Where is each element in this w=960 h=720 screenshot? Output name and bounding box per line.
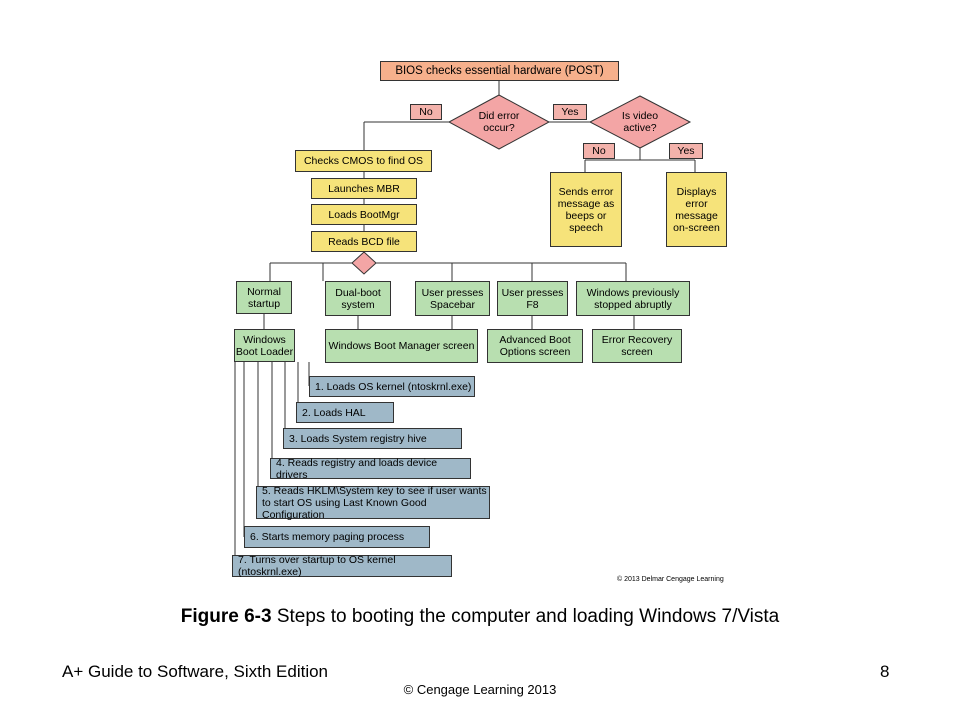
did-error-text: Did error occur?	[478, 110, 520, 134]
stopped-abruptly-box: Windows previously stopped abruptly	[576, 281, 690, 316]
f8-box: User presses F8	[497, 281, 568, 316]
video-active-text: Is video active?	[621, 110, 659, 134]
bios-box: BIOS checks essential hardware (POST)	[380, 61, 619, 81]
step-1: 1. Loads OS kernel (ntoskrnl.exe)	[309, 376, 475, 397]
figure-credit: © 2013 Delmar Cengage Learning	[617, 576, 724, 583]
yes-label: Yes	[553, 104, 587, 120]
step-4: 4. Reads registry and loads device drive…	[270, 457, 471, 481]
error-recovery-box: Error Recovery screen	[592, 329, 682, 363]
figure-caption: Figure 6-3 Steps to booting the computer…	[0, 606, 960, 628]
step-7: 7. Turns over startup to OS kernel (ntos…	[232, 554, 452, 578]
launches-mbr-box: Launches MBR	[311, 178, 417, 199]
dual-boot-box: Dual-boot system	[325, 281, 391, 316]
footer-book-title: A+ Guide to Software, Sixth Edition	[62, 662, 329, 681]
video-yes-label: Yes	[669, 143, 703, 159]
step-3: 3. Loads System registry hive	[283, 428, 462, 449]
footer-page-number: 8	[880, 662, 890, 681]
video-no-label: No	[583, 143, 615, 159]
figure-number: Figure 6-3	[180, 606, 272, 627]
displays-error-box: Displays error message on-screen	[666, 172, 727, 247]
no-label: No	[410, 104, 442, 120]
decision-diamond-video	[588, 95, 692, 149]
advanced-boot-box: Advanced Boot Options screen	[487, 329, 583, 363]
step-5: 5. Reads HKLM\System key to see if user …	[256, 485, 490, 521]
sends-error-box: Sends error message as beeps or speech	[550, 172, 622, 247]
step-6: 6. Starts memory paging process	[244, 526, 430, 548]
decision-diamond-error	[447, 94, 551, 150]
spacebar-box: User presses Spacebar	[415, 281, 490, 316]
boot-loader-box: Windows Boot Loader	[234, 329, 295, 362]
decision-diamond-boot	[351, 251, 377, 275]
reads-bcd-box: Reads BCD file	[311, 231, 417, 252]
footer-copyright: © Cengage Learning 2013	[403, 682, 557, 697]
figure-caption-text: Steps to booting the computer and loadin…	[271, 606, 780, 627]
normal-startup-box: Normal startup	[236, 281, 292, 314]
loads-bootmgr-box: Loads BootMgr	[311, 204, 417, 225]
checks-cmos-box: Checks CMOS to find OS	[295, 150, 432, 172]
step-2: 2. Loads HAL	[296, 402, 394, 423]
boot-manager-box: Windows Boot Manager screen	[325, 329, 478, 363]
